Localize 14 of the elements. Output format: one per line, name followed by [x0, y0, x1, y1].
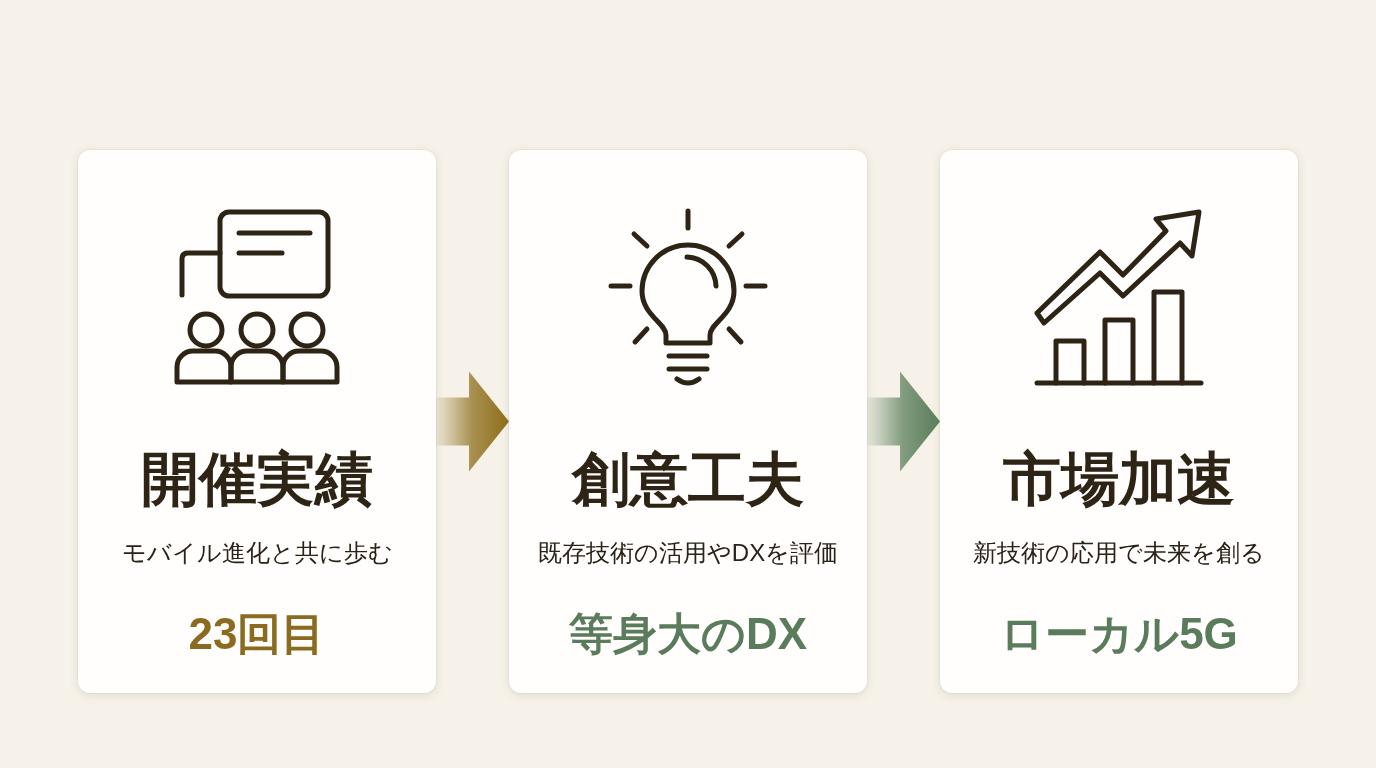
step-card [940, 150, 1298, 693]
arrow [867, 371, 940, 472]
highlight-text: 23回目 [188, 607, 326, 660]
card-tagline: 新技術の応用で未来を創る [973, 537, 1265, 568]
highlight-text: ローカル5G [1000, 607, 1238, 660]
step-card [509, 150, 867, 693]
arrow [436, 371, 509, 472]
card-heading: 創意工夫 [572, 446, 804, 514]
step-card [78, 150, 436, 693]
highlight-text: 等身大のDX [568, 607, 808, 660]
card-tagline: モバイル進化と共に歩む [121, 537, 393, 568]
card-heading: 開催実績 [141, 446, 373, 514]
card-heading: 市場加速 [1003, 446, 1235, 514]
card-tagline: 既存技術の活用やDXを評価 [537, 537, 839, 568]
